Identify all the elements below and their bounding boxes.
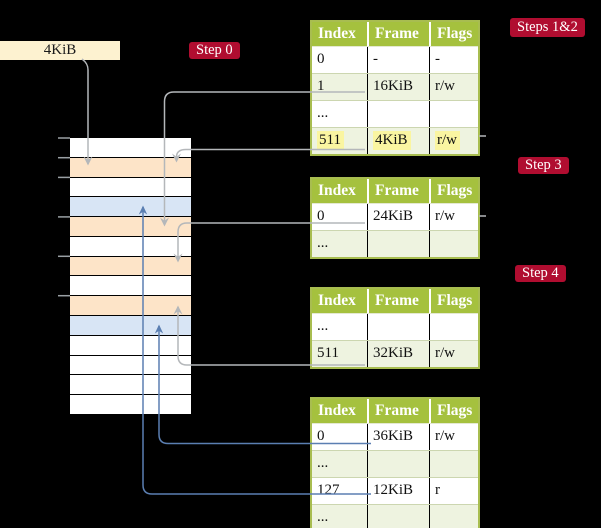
cell-flags: r xyxy=(429,478,478,504)
col-header-flags: Flags xyxy=(429,179,478,203)
cell-index: 1 xyxy=(317,78,325,94)
table-row: 127 12KiB r xyxy=(312,477,478,504)
cell-flags: r/w xyxy=(429,128,478,154)
cell-index: 0 xyxy=(317,51,325,67)
table-row: ... xyxy=(312,100,478,127)
cell-flags xyxy=(429,101,478,127)
memory-row xyxy=(70,216,191,236)
table-header: Index Frame Flags xyxy=(312,399,478,423)
cell-frame: - xyxy=(367,47,429,73)
cell-index: 127 xyxy=(317,482,340,498)
cell-index: ... xyxy=(317,235,329,251)
cell-frame xyxy=(367,101,429,127)
col-header-flags: Flags xyxy=(429,399,478,423)
cell-frame xyxy=(367,231,429,257)
cell-frame: 4KiB xyxy=(367,128,429,154)
col-header-frame: Frame xyxy=(367,289,429,313)
col-header-frame: Frame xyxy=(367,399,429,423)
page-table-4: Index Frame Flags 0 36KiB r/w ... 127 12… xyxy=(310,397,480,528)
col-header-flags: Flags xyxy=(429,289,478,313)
cell-flags: r/w xyxy=(429,204,478,230)
table-row: 511 32KiB r/w xyxy=(312,340,478,367)
physical-memory-stack xyxy=(70,138,191,414)
col-header-flags: Flags xyxy=(429,22,478,46)
highlighted-value: 4KiB xyxy=(373,131,411,150)
table-row: 0 36KiB r/w xyxy=(312,423,478,450)
cell-frame xyxy=(367,451,429,477)
cell-index: 0 xyxy=(317,428,325,444)
col-header-index: Index xyxy=(318,292,356,309)
cell-flags xyxy=(429,231,478,257)
col-header-index: Index xyxy=(318,402,356,419)
table-row: 1 16KiB r/w xyxy=(312,73,478,100)
table-header: Index Frame Flags xyxy=(312,289,478,313)
cell-frame: 24KiB xyxy=(367,204,429,230)
col-header-frame: Frame xyxy=(367,179,429,203)
page-table-1: Index Frame Flags 0 - - 1 16KiB r/w ... … xyxy=(310,20,480,156)
cell-flags: r/w xyxy=(429,341,478,367)
cell-index: ... xyxy=(317,509,329,525)
cell-flags: r/w xyxy=(429,74,478,100)
memory-row xyxy=(70,156,191,177)
highlighted-value: 511 xyxy=(317,131,344,150)
memory-row xyxy=(70,138,191,157)
table-row: ... xyxy=(312,450,478,477)
cell-flags xyxy=(429,505,478,528)
cell-flags xyxy=(429,314,478,340)
memory-row xyxy=(70,196,191,217)
cell-index: ... xyxy=(317,455,329,471)
memory-row xyxy=(70,394,191,414)
cell-frame: 16KiB xyxy=(367,74,429,100)
table-header: Index Frame Flags xyxy=(312,22,478,46)
cell-index: 0 xyxy=(317,208,325,224)
table-row: ... xyxy=(312,313,478,340)
cell-index: ... xyxy=(317,318,329,334)
memory-row xyxy=(70,176,191,197)
table-row: 0 24KiB r/w xyxy=(312,203,478,230)
memory-row xyxy=(70,374,191,395)
memory-row xyxy=(70,275,191,296)
page-table-3: Index Frame Flags ... 511 32KiB r/w xyxy=(310,287,480,369)
memory-row xyxy=(70,255,191,276)
memory-row xyxy=(70,235,191,256)
cell-flags: - xyxy=(429,47,478,73)
cell-index: 511 xyxy=(312,128,367,154)
table-row-highlighted: 511 4KiB r/w xyxy=(312,127,478,154)
cell-frame: 36KiB xyxy=(367,424,429,450)
memory-ticks xyxy=(58,137,70,297)
table-header: Index Frame Flags xyxy=(312,179,478,203)
badge-step-3: Step 3 xyxy=(518,157,569,174)
cell-index: ... xyxy=(317,105,329,121)
col-header-index: Index xyxy=(318,25,356,42)
highlighted-value: r/w xyxy=(435,131,460,150)
cell-frame xyxy=(367,505,429,528)
cell-frame: 12KiB xyxy=(367,478,429,504)
cell-frame: 32KiB xyxy=(367,341,429,367)
badge-step-0: Step 0 xyxy=(189,42,240,59)
table-row: ... xyxy=(312,230,478,257)
col-header-index: Index xyxy=(318,182,356,199)
page-table-2: Index Frame Flags 0 24KiB r/w ... xyxy=(310,177,480,259)
cell-flags xyxy=(429,451,478,477)
cell-flags: r/w xyxy=(429,424,478,450)
table-row: ... xyxy=(312,504,478,528)
page-size-box: 4KiB xyxy=(0,41,120,60)
cell-index: 511 xyxy=(317,345,339,361)
memory-row xyxy=(70,295,191,316)
memory-row xyxy=(70,334,191,355)
badge-steps-1-2: Steps 1&2 xyxy=(510,18,585,37)
badge-step-4: Step 4 xyxy=(515,265,566,282)
col-header-frame: Frame xyxy=(367,22,429,46)
cell-frame xyxy=(367,314,429,340)
memory-row xyxy=(70,354,191,375)
memory-row xyxy=(70,315,191,335)
table-row: 0 - - xyxy=(312,46,478,73)
